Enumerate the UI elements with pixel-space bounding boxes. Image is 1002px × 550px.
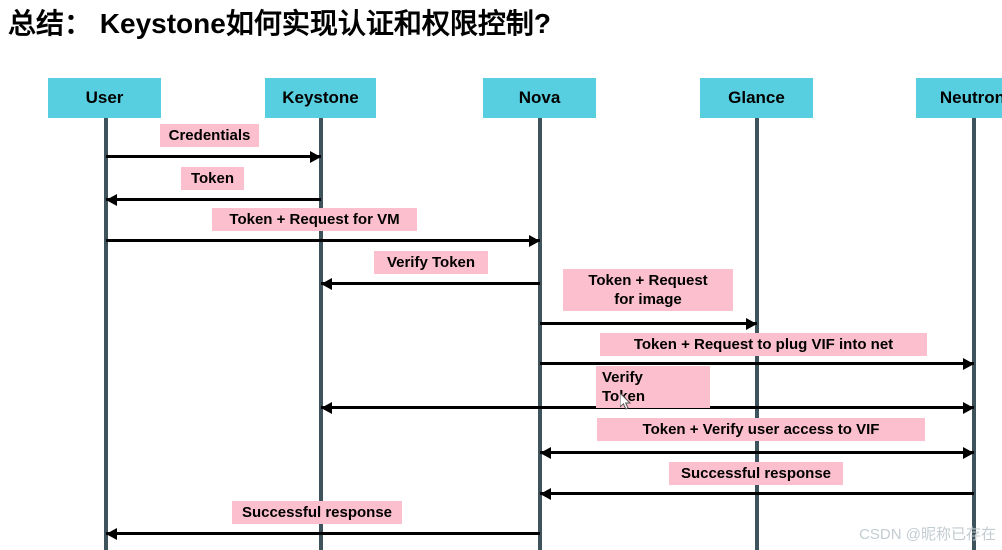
message-label: Token + Request to plug VIF into net [600,333,927,356]
participant-label: User [85,88,124,107]
message-label: Verify Token [596,366,710,408]
message-arrow-head-right [963,401,974,414]
message-arrow-head-right [310,150,321,163]
message-label: Verify Token [374,251,488,274]
message-arrow-head-left [540,446,551,459]
message-arrow-line [540,492,974,495]
lifeline-nova [538,118,542,550]
participant-label: Glance [728,88,785,107]
message-label: Token + Verify user access to VIF [597,418,925,441]
message-arrow-line [321,282,540,285]
message-arrow-head-left [321,401,332,414]
message-arrow-line [106,198,321,201]
message-label: Token + Request for VM [212,208,417,231]
message-arrow-head-right [529,234,540,247]
message-arrow-head-right [963,357,974,370]
page-title: 总结： Keystone如何实现认证和权限控制? [8,8,551,39]
message-arrow-line [540,322,757,325]
message-arrow-line [106,155,321,158]
participant-nova: Nova [483,78,596,118]
participant-user: User [48,78,161,118]
lifeline-user [104,118,108,550]
csdn-watermark: CSDN @昵称已存在 [859,526,996,543]
participant-label: Neutron [939,88,1002,107]
message-arrow-head-left [540,487,551,500]
lifeline-neutron [972,118,976,550]
message-arrow-head-left [106,527,117,540]
participant-glance: Glance [700,78,813,118]
message-arrow-line [106,532,540,535]
message-label: Successful response [232,501,402,524]
mouse-cursor-icon [620,393,632,410]
message-label: Credentials [160,124,259,147]
message-arrow-head-right [746,317,757,330]
participant-keystone: Keystone [265,78,376,118]
participant-label: Nova [518,88,561,107]
message-label: Successful response [669,462,843,485]
lifeline-keystone [319,118,323,550]
message-arrow-head-left [321,277,332,290]
participant-neutron: Neutron [916,78,1002,118]
message-arrow-line [540,362,974,365]
message-arrow-line [106,239,540,242]
message-label: Token + Request for image [563,269,733,311]
participant-label: Keystone [282,88,359,107]
message-arrow-head-right [963,446,974,459]
message-arrow-head-left [106,193,117,206]
message-label: Token [181,167,244,190]
message-arrow-line [540,451,974,454]
